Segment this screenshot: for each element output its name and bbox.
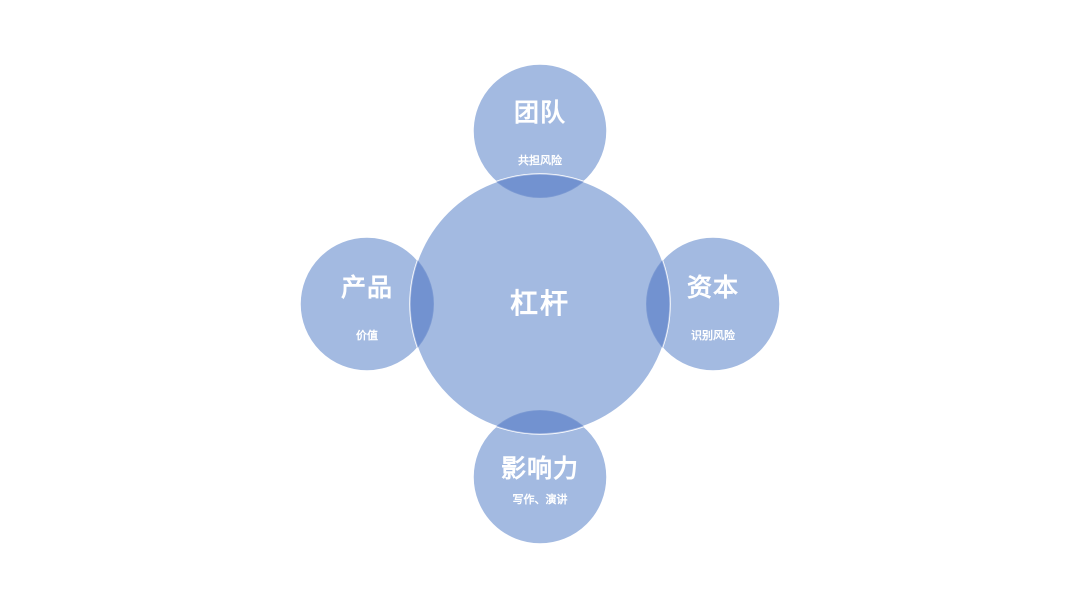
left-node-subtitle: 价值 xyxy=(356,329,378,342)
bottom-node-subtitle: 写作、演讲 xyxy=(512,493,568,506)
right-node-title: 资本 xyxy=(686,273,740,302)
bottom-node-title: 影响力 xyxy=(500,454,580,483)
center-title: 杠杆 xyxy=(509,287,571,320)
top-node-subtitle: 共担风险 xyxy=(518,154,562,167)
left-node-title: 产品 xyxy=(340,273,394,302)
right-node-subtitle: 识别风险 xyxy=(691,329,735,342)
top-node-title: 团队 xyxy=(513,98,567,127)
